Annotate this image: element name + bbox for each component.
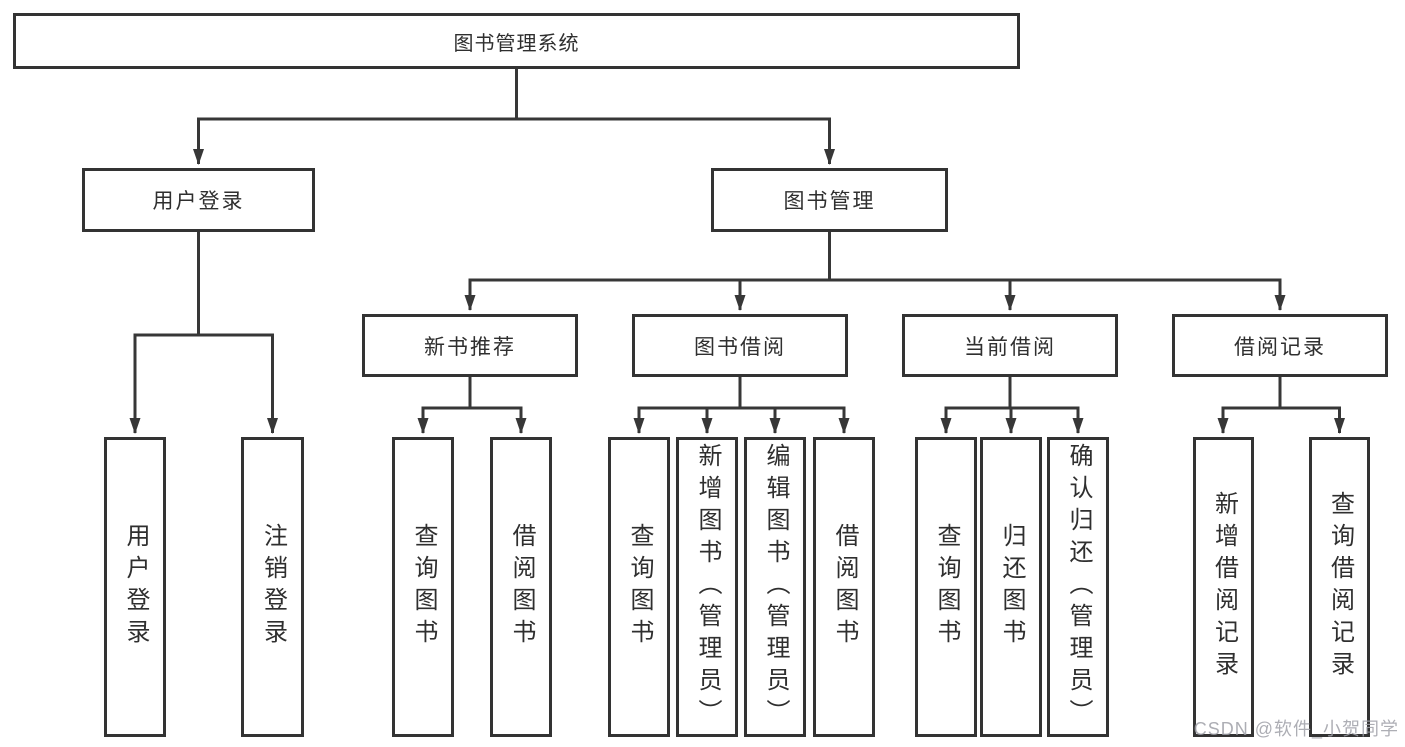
leaf-bb-borrow-book: 借阅图书 xyxy=(813,437,875,737)
leaf-cb-query-book: 查询图书 xyxy=(915,437,977,737)
leaf-bb-borrow-book-label: 借阅图书 xyxy=(831,523,858,651)
node-current-borrow-label: 当前借阅 xyxy=(964,335,1056,359)
leaf-nb-query-book: 查询图书 xyxy=(392,437,454,737)
leaf-cb-return-book: 归还图书 xyxy=(980,437,1042,737)
node-root-library-system: 图书管理系统 xyxy=(13,13,1020,69)
leaf-nb-query-book-label: 查询图书 xyxy=(410,523,437,651)
node-book-borrow-label: 图书借阅 xyxy=(694,335,786,359)
leaf-br-add-record-label: 新增借阅记录 xyxy=(1210,491,1238,683)
node-user-login: 用户登录 xyxy=(82,168,315,232)
leaf-nb-borrow-book: 借阅图书 xyxy=(490,437,552,737)
leaf-bb-edit-book-admin-label: 编辑图书（管理员） xyxy=(762,443,789,731)
leaf-cb-confirm-return-admin-label: 确认归还（管理员） xyxy=(1065,443,1092,731)
leaf-bb-query-book-label: 查询图书 xyxy=(626,523,653,651)
node-borrow-records-label: 借阅记录 xyxy=(1234,335,1326,359)
node-book-management: 图书管理 xyxy=(711,168,948,232)
node-borrow-records: 借阅记录 xyxy=(1172,314,1388,377)
leaf-br-add-record: 新增借阅记录 xyxy=(1193,437,1254,737)
node-user-login-label: 用户登录 xyxy=(152,190,245,213)
node-book-borrow: 图书借阅 xyxy=(632,314,848,377)
node-current-borrow: 当前借阅 xyxy=(902,314,1118,377)
leaf-logout-label: 注销登录 xyxy=(259,523,287,651)
leaf-logout: 注销登录 xyxy=(241,437,304,737)
node-new-book-recommend: 新书推荐 xyxy=(362,314,578,377)
leaf-cb-query-book-label: 查询图书 xyxy=(933,523,960,651)
leaf-user-login: 用户登录 xyxy=(104,437,166,737)
leaf-bb-query-book: 查询图书 xyxy=(608,437,670,737)
leaf-cb-return-book-label: 归还图书 xyxy=(998,523,1025,651)
node-root-label: 图书管理系统 xyxy=(453,32,580,55)
leaf-bb-add-book-admin: 新增图书（管理员） xyxy=(676,437,738,737)
leaf-bb-add-book-admin-label: 新增图书（管理员） xyxy=(694,443,721,731)
leaf-cb-confirm-return-admin: 确认归还（管理员） xyxy=(1047,437,1109,737)
leaf-br-query-record-label: 查询借阅记录 xyxy=(1326,491,1354,683)
leaf-br-query-record: 查询借阅记录 xyxy=(1309,437,1370,737)
leaf-bb-edit-book-admin: 编辑图书（管理员） xyxy=(744,437,806,737)
leaf-nb-borrow-book-label: 借阅图书 xyxy=(508,523,535,651)
csdn-watermark: CSDN @软件_小贺同学 xyxy=(1193,719,1399,739)
node-book-management-label: 图书管理 xyxy=(783,190,876,213)
node-new-book-recommend-label: 新书推荐 xyxy=(424,335,516,359)
leaf-user-login-label: 用户登录 xyxy=(122,523,149,651)
